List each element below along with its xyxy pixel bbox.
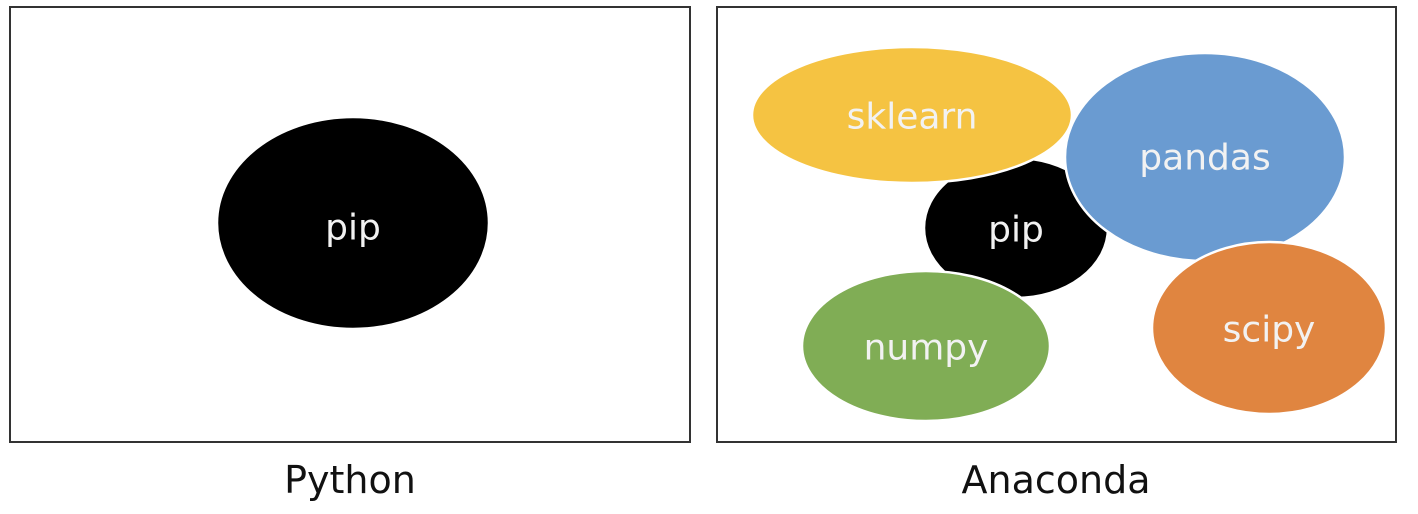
sklearn-node: sklearn	[750, 45, 1074, 185]
anaconda-caption: Anaconda	[962, 458, 1151, 502]
sklearn-label: sklearn	[847, 97, 978, 138]
scipy-ellipse	[1150, 240, 1388, 416]
python-caption: Python	[284, 458, 416, 502]
scipy-node: scipy	[1150, 240, 1388, 416]
pip-ellipse	[215, 115, 491, 331]
pandas-label: pandas	[1139, 138, 1270, 179]
numpy-label: numpy	[864, 328, 989, 369]
scipy-label: scipy	[1223, 310, 1316, 351]
anaconda-panel: pip sklearn numpy pandas scipy Anaconda	[716, 6, 1397, 502]
python-panel: pip Python	[9, 6, 691, 502]
pandas-node: pandas	[1063, 51, 1347, 263]
numpy-ellipse	[800, 269, 1052, 423]
pip-label: pip	[988, 210, 1044, 251]
pip-label: pip	[325, 208, 381, 249]
python-pip-node: pip	[215, 115, 491, 331]
numpy-node: numpy	[800, 269, 1052, 423]
sklearn-ellipse	[750, 45, 1074, 185]
